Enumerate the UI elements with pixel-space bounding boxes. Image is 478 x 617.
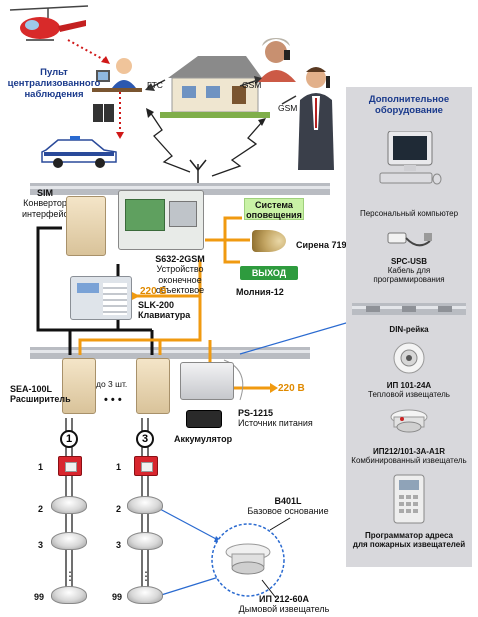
expander-3 xyxy=(136,358,170,414)
gsm-label-1: GSM xyxy=(242,80,262,90)
sensor-number: 2 xyxy=(116,504,122,514)
loop-marker-1: 1 xyxy=(60,430,78,448)
panel-item-usb: SPC-USB Кабель для программирования xyxy=(373,257,445,285)
base-label: B401L Базовое основание xyxy=(247,496,329,517)
svg-text:⋮: ⋮ xyxy=(64,569,76,583)
additional-equipment-panel: Дополнительное оборудование Персональный… xyxy=(346,87,472,567)
manual-call-point xyxy=(134,456,158,476)
monitoring-label: Пульт централизованного наблюдения xyxy=(7,67,101,100)
computer-icon xyxy=(379,131,442,185)
psu-power: 220 В xyxy=(278,383,305,394)
gsm-label-2: GSM xyxy=(278,103,298,113)
sensor-number: 2 xyxy=(38,504,44,514)
sensor-number: 1 xyxy=(116,462,122,472)
operator-icon xyxy=(92,58,142,92)
battery-device xyxy=(186,410,222,428)
expander-1 xyxy=(62,358,96,414)
sim-converter xyxy=(66,196,106,256)
sensor-number: 99 xyxy=(112,592,123,602)
exit-sign: ВЫХОД xyxy=(240,266,298,280)
sensor-number: 3 xyxy=(38,540,44,550)
controller-label: S632-2GSM Устройство оконечное объектово… xyxy=(155,254,205,296)
address-programmer-icon xyxy=(393,474,425,524)
panel-item-combined: ИП212/101-3А-А1R Комбинированный извещат… xyxy=(351,447,467,466)
svg-text:⋮: ⋮ xyxy=(140,569,152,583)
expander-count: до 3 шт. xyxy=(96,379,128,389)
smoke-detector xyxy=(127,532,163,550)
loop-marker-3: 3 xyxy=(136,430,154,448)
sim-label: SIM Конвертор интерфейса xyxy=(22,188,73,219)
sensor-number: 1 xyxy=(38,462,44,472)
siren-label: Сирена 719 xyxy=(296,240,347,250)
power-220-top: 220 В xyxy=(140,286,167,297)
panel-item-din: DIN-рейка xyxy=(389,325,429,334)
smoke-detector xyxy=(51,496,87,514)
heat-detector-icon xyxy=(393,342,425,374)
panel-item-pc: Персональный компьютер xyxy=(359,209,459,218)
man-phone-icon xyxy=(298,67,334,170)
exit-sign-label: Молния-12 xyxy=(236,287,284,297)
keypad-label: SLK-200 Клавиатура xyxy=(138,300,191,321)
sensor-number: 99 xyxy=(34,592,45,602)
pstn-label: ГТС xyxy=(147,80,163,90)
smoke-detector xyxy=(51,532,87,550)
woman-phone-icon xyxy=(258,38,296,82)
smoke-label: ИП 212-60А Дымовой извещатель xyxy=(238,594,330,615)
psu-device xyxy=(180,362,234,400)
smoke-detector xyxy=(127,496,163,514)
usb-cable-icon xyxy=(387,232,432,247)
expander-label: SEA-100L Расширитель xyxy=(10,384,71,405)
psu-label: PS-1215 Источник питания xyxy=(238,408,313,429)
panel-title: Дополнительное оборудование xyxy=(368,94,450,116)
panel-item-programmer: Программатор адреса для пожарных извещат… xyxy=(352,531,466,550)
radio-link-heli xyxy=(67,39,109,63)
police-car-icon xyxy=(41,136,117,168)
smoke-detector xyxy=(127,586,163,604)
manual-call-point xyxy=(58,456,82,476)
combined-detector-icon xyxy=(390,409,428,433)
controller-device xyxy=(118,190,204,250)
siren-icon xyxy=(252,230,286,252)
sensor-number: 3 xyxy=(116,540,122,550)
panel-item-heat: ИП 101-24А Тепловой извещатель xyxy=(368,381,450,400)
smoke-detector xyxy=(51,586,87,604)
keypad-device xyxy=(70,276,132,320)
helicopter-icon xyxy=(9,5,89,41)
expander-ellipsis: • • • xyxy=(104,394,122,406)
warning-system-box: Система оповещения xyxy=(244,198,304,220)
house-icon xyxy=(160,56,270,118)
din-rail-icon xyxy=(352,303,466,315)
battery-label: Аккумулятор xyxy=(174,434,233,444)
